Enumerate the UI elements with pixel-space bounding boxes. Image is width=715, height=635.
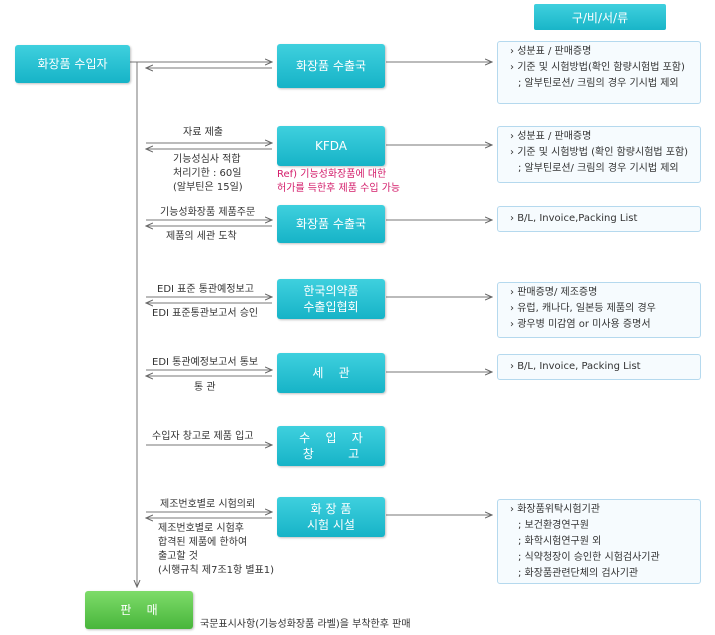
step-3-label-above: 기능성화장품 제품주문 [160,207,256,218]
doc-item: › 성분표 / 판매증명 [510,46,592,57]
step-4-docs: › 판매증명/ 제조증명 › 유럽, 캐나다, 일본등 제품의 경우 › 광우병… [497,282,701,338]
step-2-ref-line-1: Ref) 기능성화장품에 대한 [277,169,387,180]
step-4-box[interactable]: 한국의약품 수출입협회 [277,279,385,319]
step-2-box-label: KFDA [314,139,347,153]
step-3-box-label: 화장품 수출국 [295,217,367,231]
doc-item: ; 알부틴로션/ 크림의 경우 기시법 제외 [518,163,679,174]
step-6-box[interactable]: 수 입 자 창 고 [277,426,385,466]
step-7-box[interactable]: 화 장 품 시험 시설 [277,497,385,537]
step-3-label-below: 제품의 세관 도착 [166,231,237,242]
importer-box-label: 화장품 수입자 [37,57,108,71]
doc-item: › 광우병 미감염 or 미사용 증명서 [510,319,651,330]
doc-item: › 판매증명/ 제조증명 [510,287,598,298]
step-2-label-above: 자료 제출 [183,127,223,138]
doc-item: ; 보건환경연구원 [518,520,589,531]
step-5-docs: › B/L, Invoice, Packing List [497,354,701,380]
doc-item: › 기준 및 시험방법 (확인 함량시험법 포함) [510,147,689,158]
doc-item: › 성분표 / 판매증명 [510,131,592,142]
step-2-ref-line-2: 허가를 득한후 제품 수입 가능 [277,183,401,194]
required-documents-header: 구/비/서/류 [534,4,666,30]
step-5-box-label: 세 관 [312,366,350,380]
step-7-label-above: 제조번호별로 시험의뢰 [160,499,256,510]
step-4-label-below: EDI 표준통관보고서 승인 [152,308,259,319]
sale-box[interactable]: 판 매 [85,591,193,629]
step-3-docs: › B/L, Invoice,Packing List [497,206,701,232]
step-3-box[interactable]: 화장품 수출국 [277,205,385,243]
step-7-label-below-2: 합격된 제품에 한하여 [158,537,248,548]
step-2-docs: › 성분표 / 판매증명 › 기준 및 시험방법 (확인 함량시험법 포함) ;… [497,126,701,183]
step-7-docs: › 화장품위탁시험기관 ; 보건환경연구원 ; 화학시험연구원 외 ; 식약청장… [497,499,701,584]
step-4-box-label-2: 수출입협회 [303,300,359,314]
step-4-box-label-1: 한국의약품 [303,284,359,298]
step-6-box-label-1: 수 입 자 [299,431,363,445]
doc-item: ; 알부틴로션/ 크림의 경우 기시법 제외 [518,78,679,89]
step-6-label-above: 수입자 창고로 제품 입고 [152,431,254,442]
step-2-label-below-2: 처리기한 : 60일 [173,168,242,179]
step-2-box[interactable]: KFDA [277,126,385,166]
sale-note: 국문표시사항(기능성화장품 라벨)을 부착한후 판매 [200,619,411,630]
step-2-label-below-1: 기능성심사 적합 [173,154,241,165]
importer-box[interactable]: 화장품 수입자 [15,45,130,83]
doc-item: ; 화장품관련단체의 검사기관 [518,568,639,579]
doc-item: › 기준 및 시험방법(확인 함량시험법 포함) [510,62,685,73]
step-7-label-below-3: 출고할 것 [158,551,198,562]
step-5-label-below: 통 관 [194,382,216,393]
step-7-label-below-4: (시행규칙 제7조1항 별표1) [158,565,275,576]
sale-box-label: 판 매 [120,603,158,617]
doc-item: ; 화학시험연구원 외 [518,536,602,547]
doc-item: › B/L, Invoice, Packing List [510,361,641,372]
step-1-docs: › 성분표 / 판매증명 › 기준 및 시험방법(확인 함량시험법 포함) ; … [497,41,701,104]
doc-item: ; 식약청장이 승인한 시험검사기관 [518,552,660,563]
step-7-box-label-2: 시험 시설 [307,518,355,532]
step-7-box-label-1: 화 장 품 [310,502,352,516]
step-6-box-label-2: 창 고 [302,447,360,461]
step-1-box-label: 화장품 수출국 [295,59,367,73]
step-5-box[interactable]: 세 관 [277,353,385,393]
step-1-box[interactable]: 화장품 수출국 [277,44,385,88]
doc-item: › 유럽, 캐나다, 일본등 제품의 경우 [510,303,656,314]
step-5-label-above: EDI 통관예정보고서 통보 [152,357,259,368]
step-2-label-below-3: (알부틴은 15일) [173,182,243,193]
doc-item: › B/L, Invoice,Packing List [510,213,638,224]
step-7-label-below-1: 제조번호별로 시험후 [158,523,244,534]
step-4-label-above: EDI 표준 통관예정보고 [157,284,254,295]
doc-item: › 화장품위탁시험기관 [510,504,600,515]
